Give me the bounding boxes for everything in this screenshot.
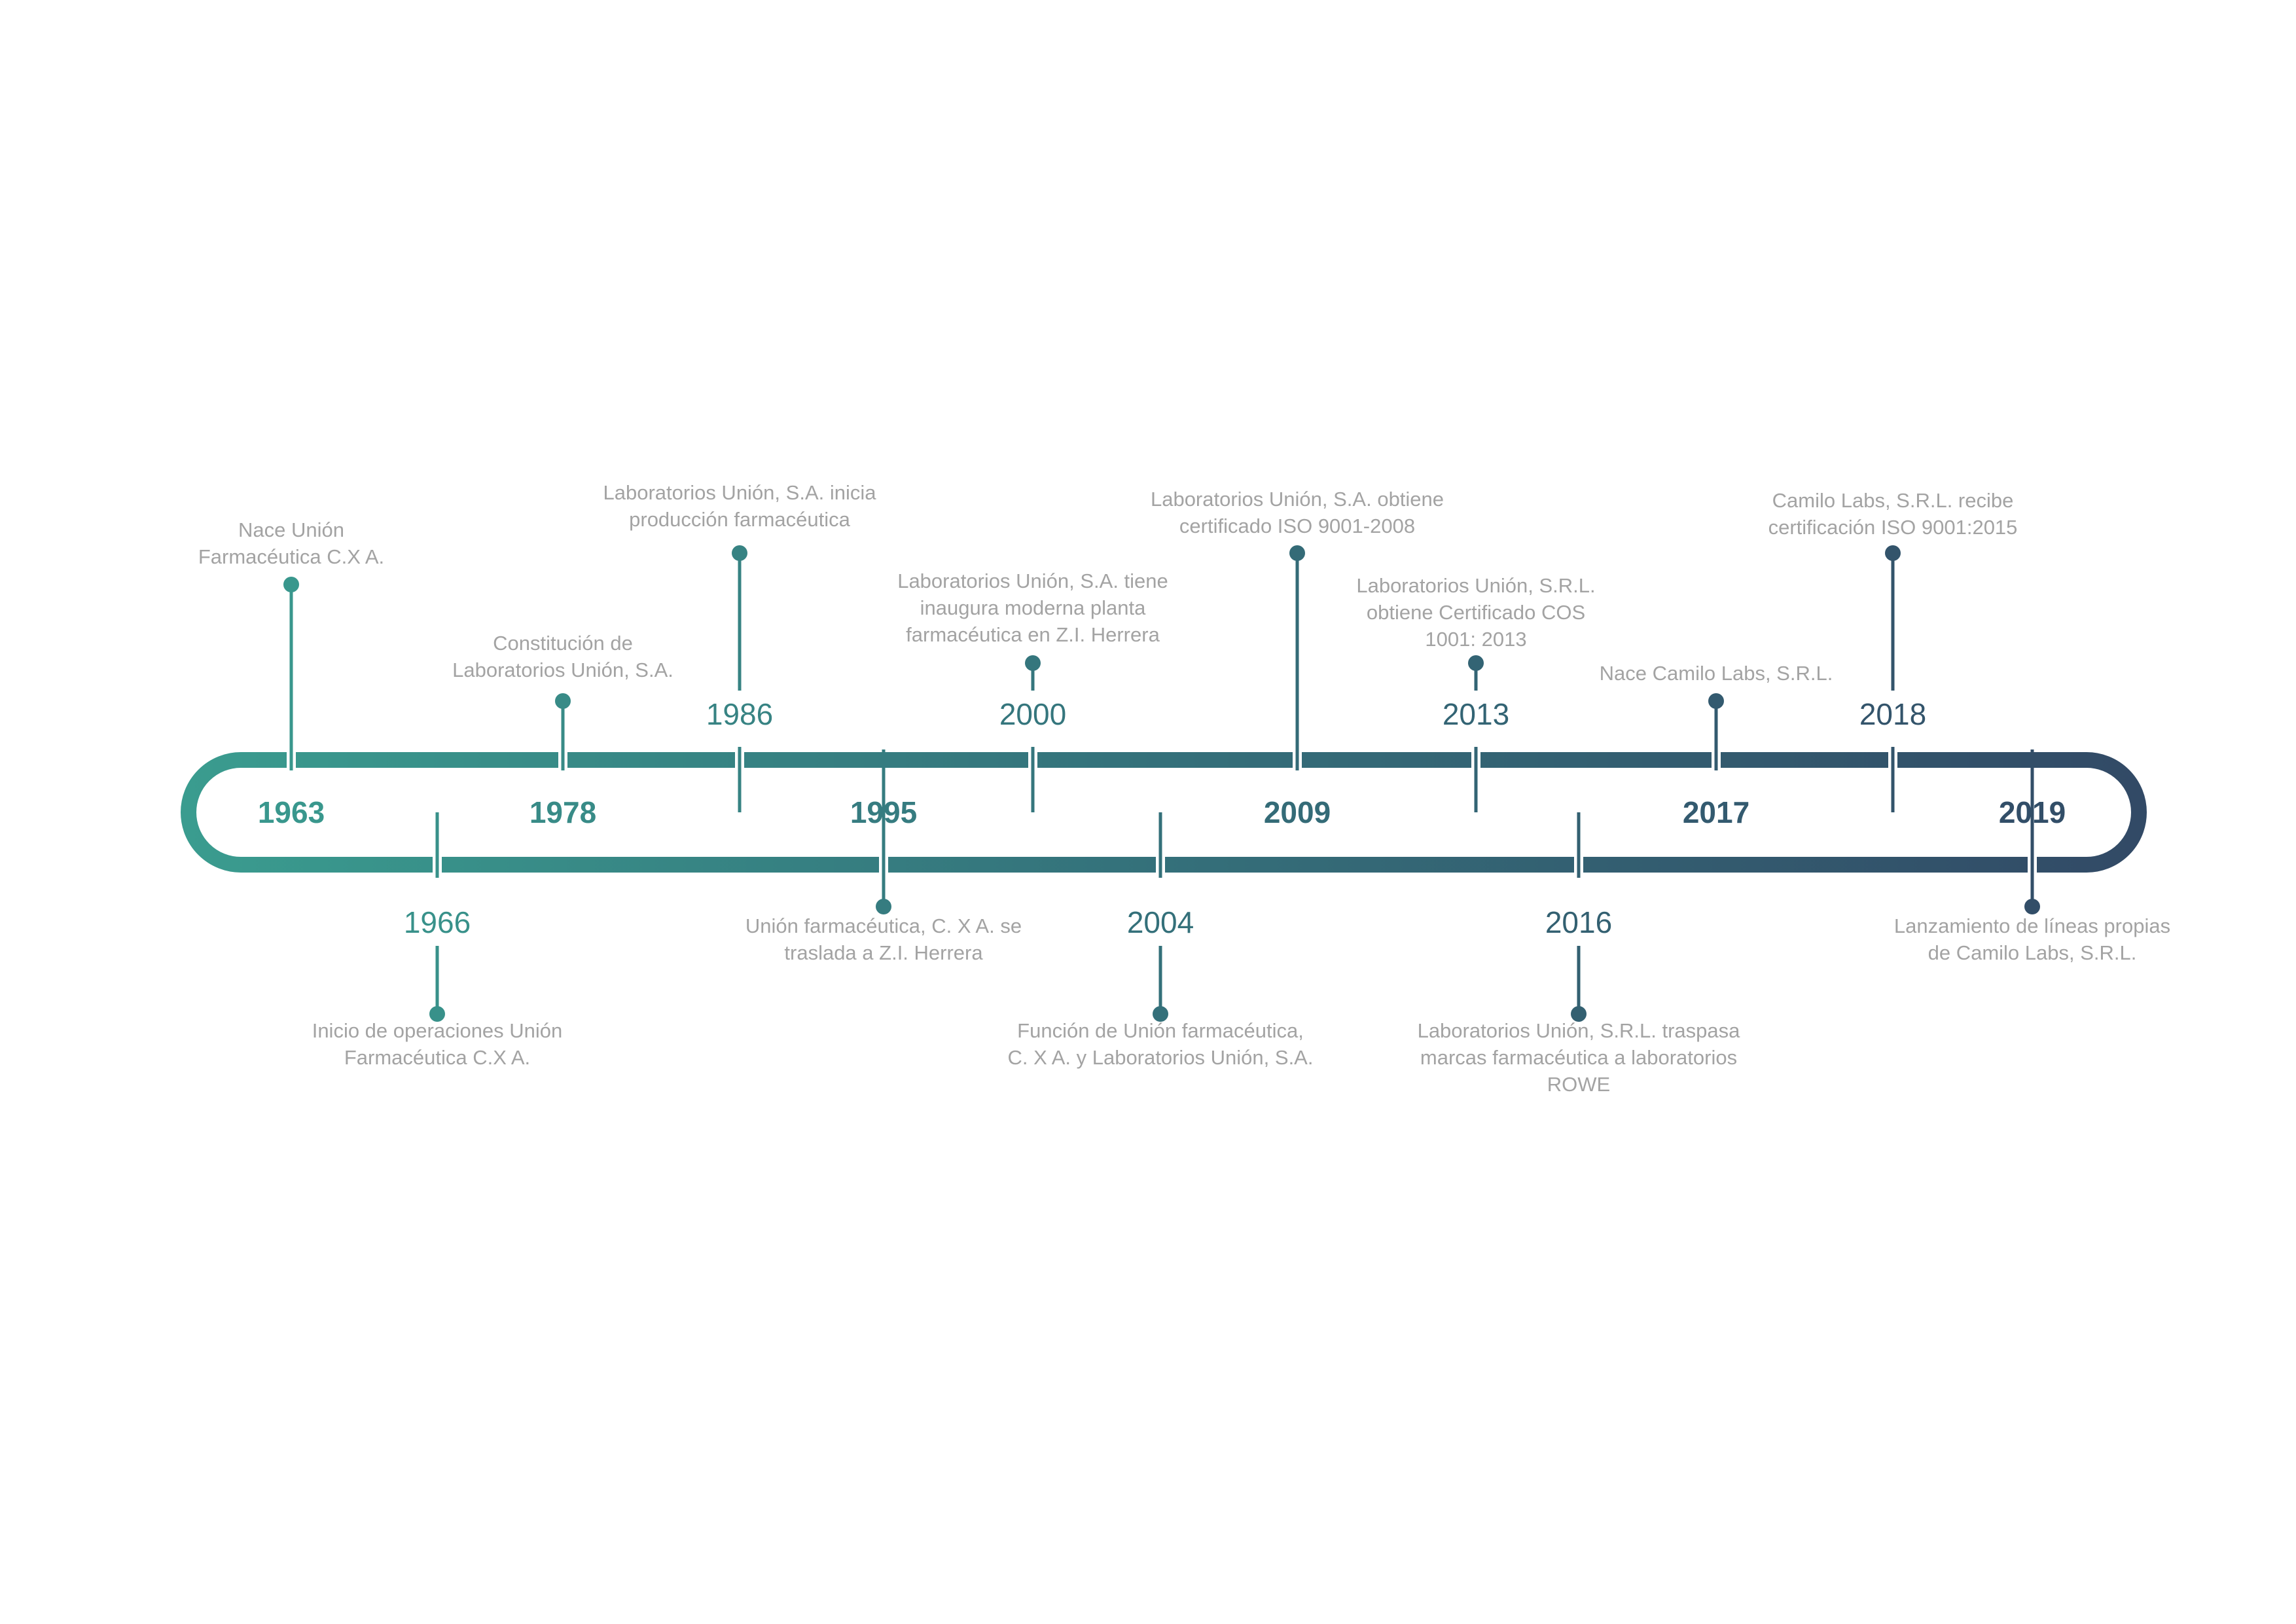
timeline-track [181, 752, 2147, 873]
description-line: C. X A. y Laboratorios Unión, S.A. [1008, 1046, 1314, 1069]
year-label: 2016 [1545, 905, 1612, 939]
description-line: Función de Unión farmacéutica, [1017, 1019, 1304, 1042]
event-description: Camilo Labs, S.R.L. recibe certificación … [1768, 489, 2018, 539]
timeline-event-1986: 1986 Laboratorios Unión, S.A. inicia produ… [603, 481, 876, 812]
event-description: Lanzamiento de líneas propias de Camilo L… [1894, 914, 2170, 964]
event-description: Laboratorios Unión, S.R.L. obtiene Certif… [1356, 574, 1595, 651]
year-label: 1966 [404, 905, 471, 939]
event-dot [1153, 1006, 1168, 1022]
description-line: de Camilo Labs, S.R.L. [1928, 941, 2137, 964]
event-description: Laboratorios Unión, S.A. obtiene certific… [1151, 488, 1444, 537]
timeline-event-2017: 2017 Nace Camilo Labs, S.R.L. [1600, 662, 1833, 829]
description-line: Inicio de operaciones Unión [312, 1019, 563, 1042]
description-line: Unión farmacéutica, C. X A. se [745, 914, 1022, 937]
timeline-event-2000: 2000 Laboratorios Unión, S.A. tiene inaugu… [897, 569, 1168, 812]
description-line: traslada a Z.I. Herrera [784, 941, 983, 964]
timeline-event-2009: 2009 Laboratorios Unión, S.A. obtiene cert… [1151, 488, 1444, 829]
description-line: certificado ISO 9001-2008 [1179, 514, 1415, 537]
description-line: Constitución de [493, 632, 633, 655]
event-dot [732, 545, 747, 561]
description-line: inaugura moderna planta [920, 596, 1146, 619]
description-line: 1001: 2013 [1425, 628, 1526, 651]
description-line: producción farmacéutica [629, 508, 850, 531]
description-line: Camilo Labs, S.R.L. recibe [1772, 489, 2014, 512]
year-label: 1986 [706, 697, 773, 731]
description-line: Lanzamiento de líneas propias [1894, 914, 2170, 937]
description-line: Farmacéutica C.X A. [344, 1046, 530, 1069]
event-dot [1025, 655, 1041, 671]
description-line: Farmacéutica C.X A. [198, 545, 384, 568]
description-line: obtiene Certificado COS [1367, 601, 1585, 624]
event-dot [876, 899, 891, 914]
event-description: Laboratorios Unión, S.A. tiene inaugura m… [897, 569, 1168, 646]
description-line: Nace Unión [238, 518, 344, 541]
event-dot [429, 1006, 445, 1022]
year-label: 2013 [1443, 697, 1509, 731]
timeline-event-2018: 2018 Camilo Labs, S.R.L. recibe certificac… [1768, 489, 2018, 812]
description-line: Laboratorios Unión, S.R.L. [1356, 574, 1595, 597]
event-description: Laboratorios Unión, S.A. inicia producció… [603, 481, 876, 531]
description-line: farmacéutica en Z.I. Herrera [906, 623, 1160, 646]
event-description: Unión farmacéutica, C. X A. se traslada a… [745, 914, 1022, 964]
year-label: 2004 [1127, 905, 1194, 939]
event-description: Nace Camilo Labs, S.R.L. [1600, 662, 1833, 685]
event-dot [555, 693, 571, 709]
event-dot [1468, 655, 1484, 671]
event-dot [283, 577, 299, 592]
event-description: Constitución de Laboratorios Unión, S.A. [452, 632, 673, 681]
year-label: 1963 [258, 795, 325, 829]
event-dot [1708, 693, 1724, 709]
description-line: marcas farmacéutica a laboratorios [1420, 1046, 1737, 1069]
year-label: 2018 [1859, 697, 1926, 731]
year-label: 2017 [1683, 795, 1749, 829]
description-line: Laboratorios Unión, S.A. inicia [603, 481, 876, 504]
description-line: ROWE [1547, 1073, 1610, 1096]
event-dot [1885, 545, 1901, 561]
timeline-event-1978: 1978 Constitución de Laboratorios Unión, S… [452, 632, 673, 829]
description-line: Laboratorios Unión, S.A. tiene [897, 569, 1168, 592]
year-label: 2009 [1264, 795, 1331, 829]
description-line: Nace Camilo Labs, S.R.L. [1600, 662, 1833, 685]
year-label: 1995 [850, 795, 917, 829]
event-dot [1571, 1006, 1587, 1022]
year-label: 2000 [999, 697, 1066, 731]
description-line: Laboratorios Unión, S.R.L. traspasa [1418, 1019, 1741, 1042]
event-dot [1289, 545, 1305, 561]
description-line: Laboratorios Unión, S.A. [452, 659, 673, 681]
event-description: Función de Unión farmacéutica, C. X A. y … [1008, 1019, 1314, 1069]
description-line: certificación ISO 9001:2015 [1768, 516, 2018, 539]
timeline-event-2013: 2013 Laboratorios Unión, S.R.L. obtiene Ce… [1356, 574, 1596, 812]
year-label: 1978 [529, 795, 596, 829]
event-dot [2024, 899, 2040, 914]
event-description: Laboratorios Unión, S.R.L. traspasa marca… [1418, 1019, 1741, 1096]
description-line: Laboratorios Unión, S.A. obtiene [1151, 488, 1444, 511]
year-label: 2019 [1999, 795, 2066, 829]
